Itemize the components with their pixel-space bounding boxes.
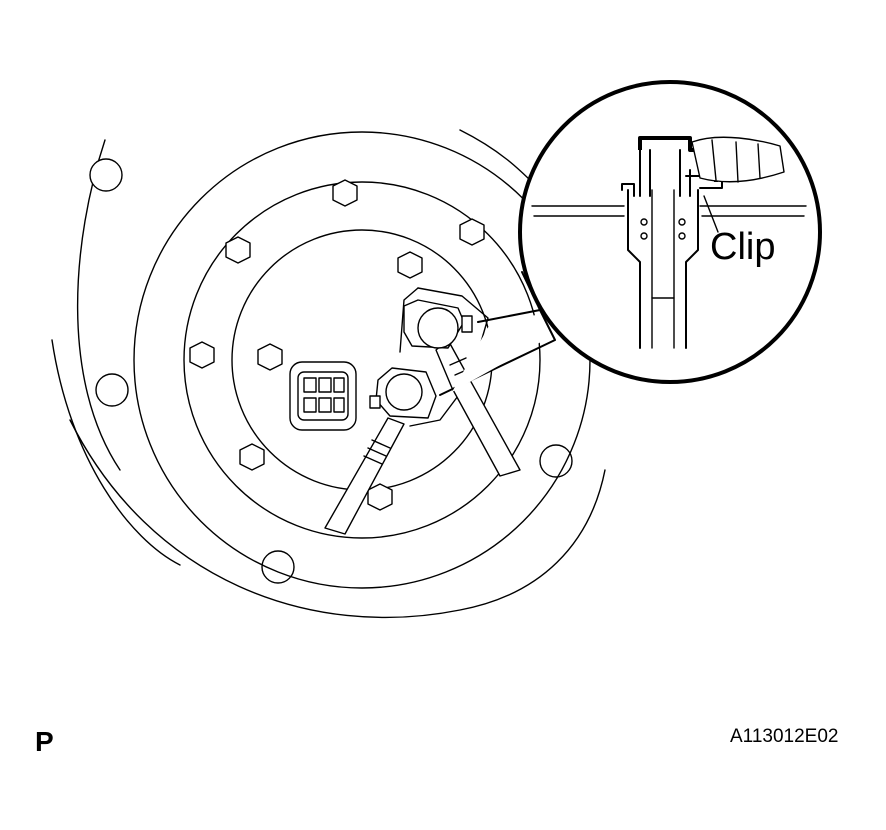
figure-code: A113012E02 [730, 726, 839, 747]
clip-label: Clip [710, 226, 776, 268]
hose-clip-detail-icon [518, 80, 822, 384]
tank-bolts [89, 158, 573, 584]
connector-icon [289, 361, 357, 431]
upper-hose-fitting [403, 299, 473, 349]
lower-hose-fitting [369, 367, 437, 419]
view-letter: P [35, 726, 54, 757]
flange-bolts [189, 179, 485, 511]
